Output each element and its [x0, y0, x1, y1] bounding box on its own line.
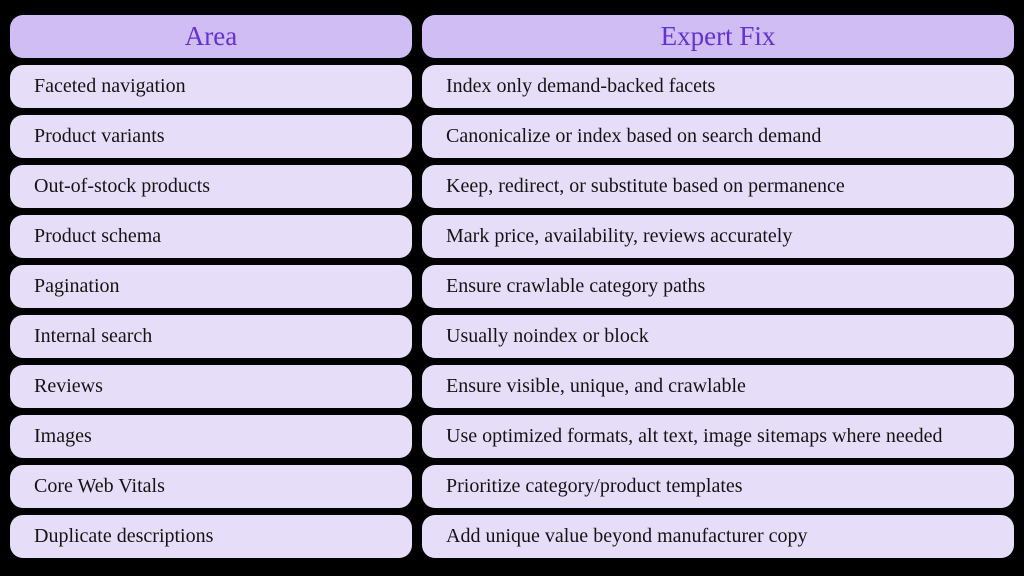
- area-cell: Product variants: [10, 115, 412, 158]
- area-cell: Product schema: [10, 215, 412, 258]
- column-header-area: Area: [10, 15, 412, 58]
- area-cell: Pagination: [10, 265, 412, 308]
- area-cell: Images: [10, 415, 412, 458]
- column-header-expert-fix: Expert Fix: [422, 15, 1014, 58]
- area-cell: Faceted navigation: [10, 65, 412, 108]
- expert-fix-cell: Use optimized formats, alt text, image s…: [422, 415, 1014, 458]
- seo-area-fix-table: Area Expert Fix Faceted navigation Index…: [10, 15, 1014, 558]
- expert-fix-cell: Ensure crawlable category paths: [422, 265, 1014, 308]
- expert-fix-cell: Mark price, availability, reviews accura…: [422, 215, 1014, 258]
- expert-fix-cell: Prioritize category/product templates: [422, 465, 1014, 508]
- expert-fix-cell: Usually noindex or block: [422, 315, 1014, 358]
- expert-fix-cell: Canonicalize or index based on search de…: [422, 115, 1014, 158]
- area-cell: Core Web Vitals: [10, 465, 412, 508]
- expert-fix-cell: Keep, redirect, or substitute based on p…: [422, 165, 1014, 208]
- area-cell: Out-of-stock products: [10, 165, 412, 208]
- area-cell: Duplicate descriptions: [10, 515, 412, 558]
- expert-fix-cell: Add unique value beyond manufacturer cop…: [422, 515, 1014, 558]
- area-cell: Reviews: [10, 365, 412, 408]
- expert-fix-cell: Index only demand-backed facets: [422, 65, 1014, 108]
- area-cell: Internal search: [10, 315, 412, 358]
- expert-fix-cell: Ensure visible, unique, and crawlable: [422, 365, 1014, 408]
